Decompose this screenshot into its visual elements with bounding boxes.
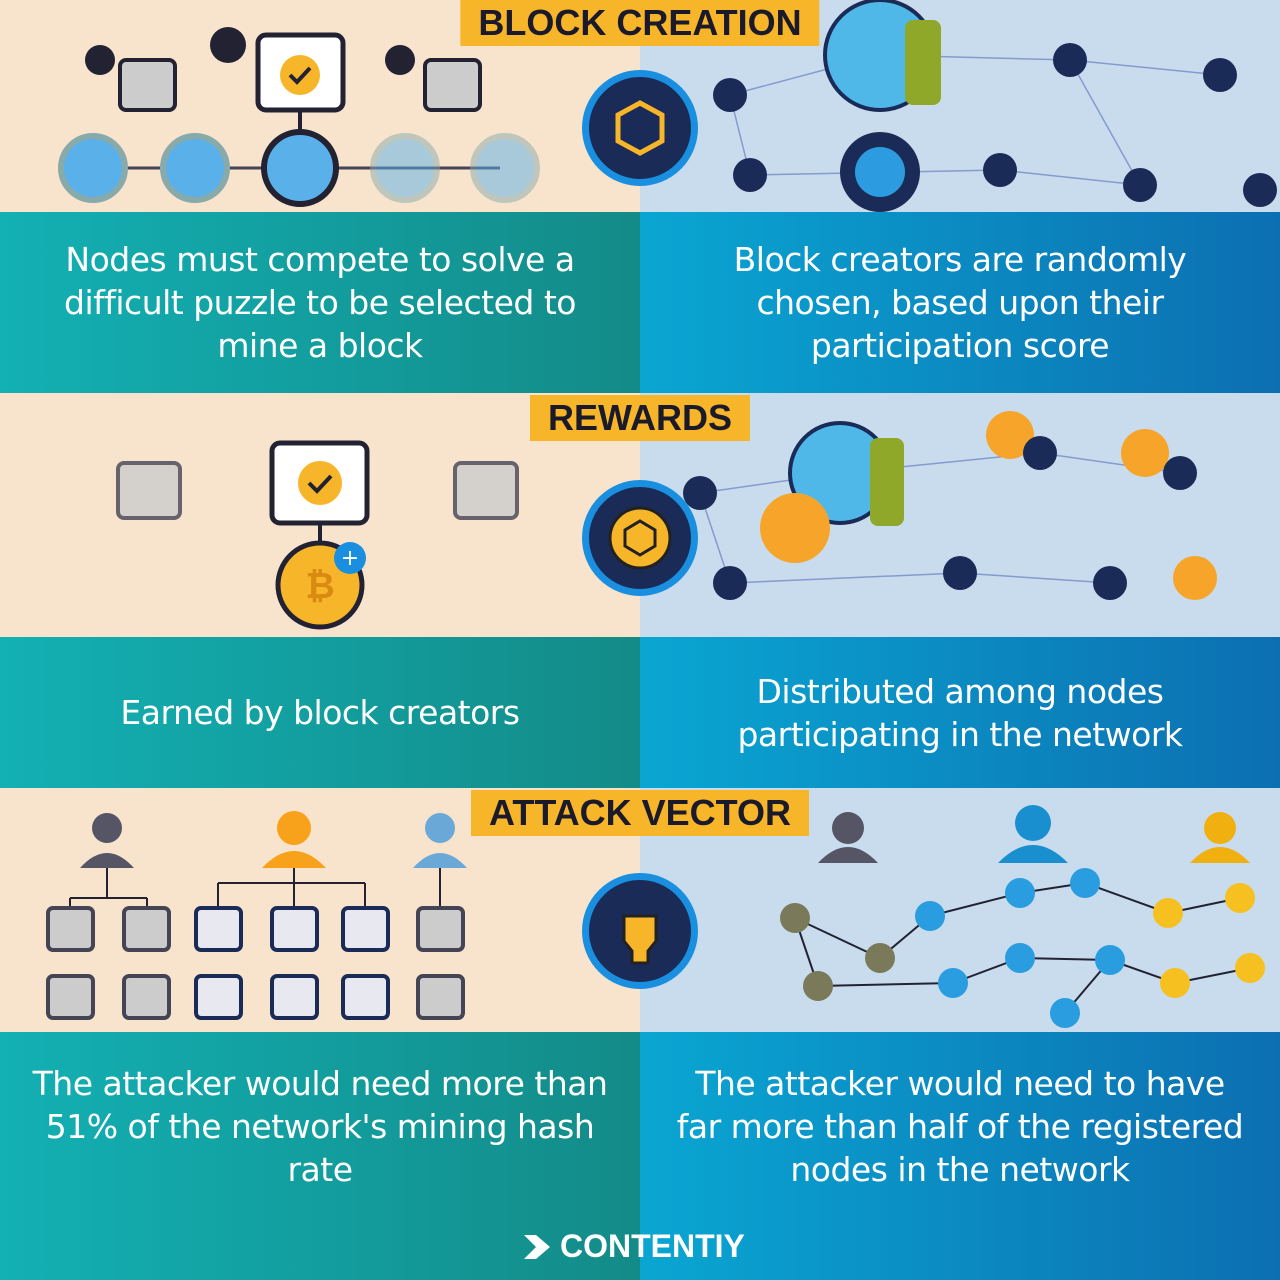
block-cube-icon (582, 70, 698, 186)
svg-text:₿: ₿ (305, 566, 334, 607)
svg-text:+: + (341, 546, 359, 571)
brand-name: CONTENTIY (560, 1228, 745, 1264)
section-title-attack-vector: ATTACK VECTOR (471, 790, 809, 836)
brand-arrow-icon (524, 1234, 550, 1259)
pow-block-creation-text: Nodes must compete to solve a difficult … (0, 212, 640, 393)
pos-attack-text: The attacker would need to have far more… (640, 1032, 1280, 1280)
section-title-block-creation: BLOCK CREATION (460, 0, 820, 46)
section-title-rewards: REWARDS (529, 395, 751, 441)
pos-rewards-text: Distributed among nodes participating in… (640, 637, 1280, 788)
pow-attack-text: The attacker would need more than 51% of… (0, 1032, 640, 1280)
brand-logo: CONTENTIY (520, 1228, 745, 1265)
fist-icon (582, 873, 698, 989)
pos-block-creation-text: Block creators are randomly chosen, base… (640, 212, 1280, 393)
coin-icon (582, 480, 698, 596)
pow-rewards-text: Earned by block creators (0, 637, 640, 788)
